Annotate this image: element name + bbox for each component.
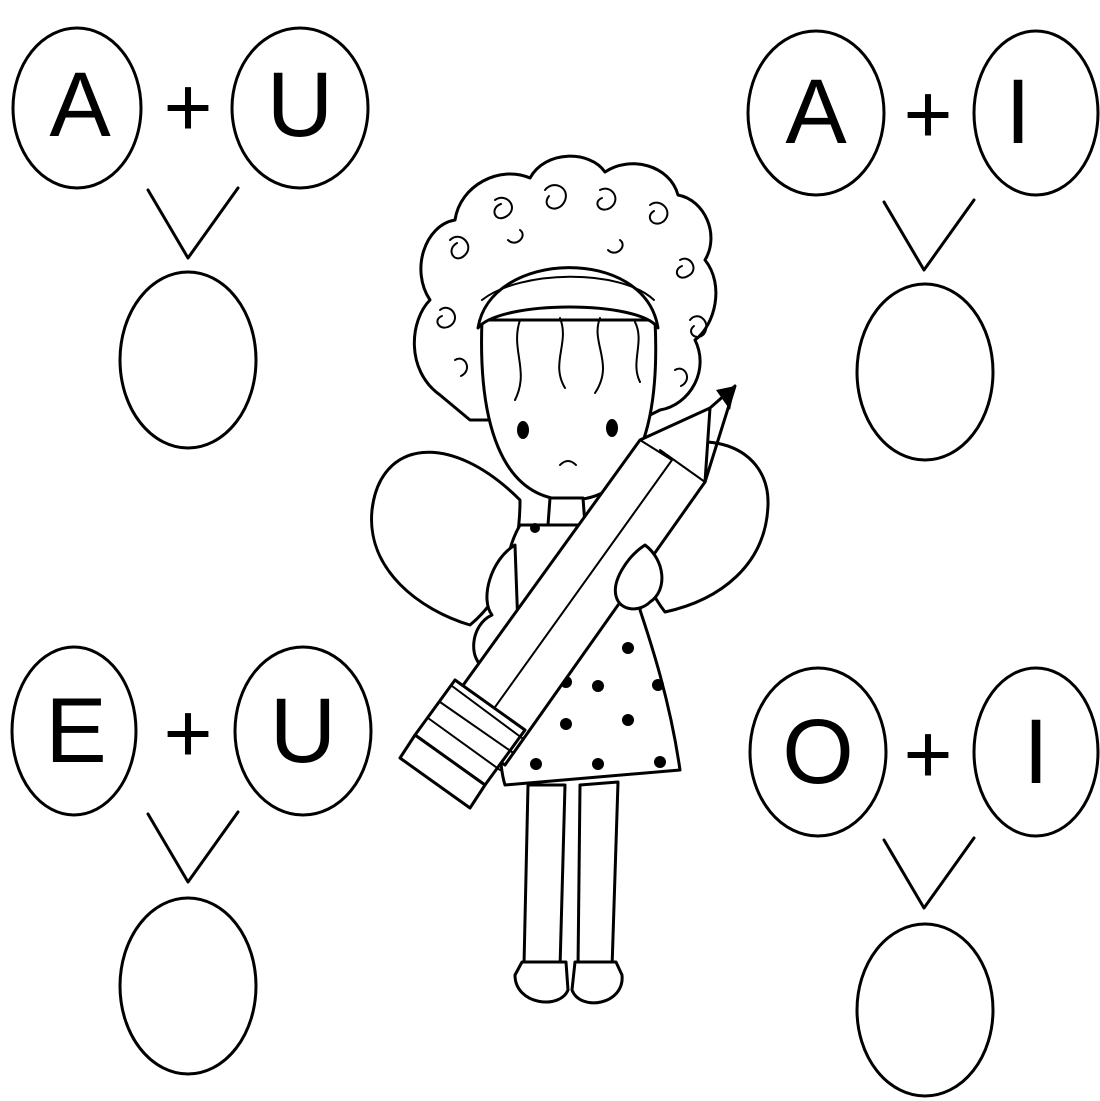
ferrule-bands [427, 685, 523, 771]
hair-curls [436, 184, 708, 387]
left-vowel-circle [746, 29, 886, 197]
answer-circle[interactable] [855, 282, 995, 462]
right-vowel: U [267, 54, 333, 156]
fairy-girl-with-pencil-icon [370, 154, 770, 1005]
left-vowel: O [782, 701, 854, 803]
pencil-eraser [398, 733, 487, 810]
left-vowel-circle [10, 645, 138, 817]
plus-sign: + [903, 707, 952, 801]
right-vowel: U [270, 680, 336, 782]
left-vowel-circle [748, 666, 888, 838]
plus-sign: + [163, 60, 212, 154]
neck [546, 496, 587, 527]
puzzle-bottom-right: O + I [748, 666, 1100, 1098]
right-vowel-circle [972, 29, 1100, 197]
left-vowel: A [785, 61, 847, 163]
arrow-down-icon [882, 198, 976, 272]
arrow-down-icon [146, 186, 240, 260]
plus-sign: + [163, 686, 212, 780]
left-vowel: E [45, 680, 106, 782]
answer-circle[interactable] [118, 896, 258, 1076]
right-vowel-circle [230, 26, 370, 190]
puzzle-top-left: A + U [11, 26, 370, 450]
puzzle-bottom-left: E + U [10, 645, 373, 1076]
plus-sign: + [903, 67, 952, 161]
answer-circle[interactable] [118, 270, 258, 450]
right-eye [606, 419, 618, 437]
headband-line [481, 275, 655, 301]
answer-circle[interactable] [855, 922, 995, 1098]
right-vowel-circle [233, 645, 373, 817]
left-eye [517, 421, 529, 439]
pencil-point [703, 384, 737, 484]
right-vowel: I [1023, 701, 1049, 803]
pencil-icon [398, 384, 737, 810]
right-shoe [570, 960, 624, 1005]
left-shoe [513, 960, 570, 1004]
arrow-down-icon [146, 810, 240, 884]
right-leg [576, 780, 620, 970]
right-hand [613, 543, 664, 611]
pencil-lines [469, 439, 706, 743]
puzzle-top-right: A + I [746, 29, 1100, 462]
right-vowel-circle [972, 666, 1100, 838]
left-vowel-circle [11, 26, 143, 190]
left-leg [522, 783, 567, 970]
right-vowel: I [1005, 61, 1031, 163]
polka-dots [530, 523, 666, 770]
arrow-down-icon [882, 836, 976, 910]
left-vowel: A [49, 54, 111, 156]
bangs [514, 317, 641, 401]
mouth [559, 460, 577, 466]
